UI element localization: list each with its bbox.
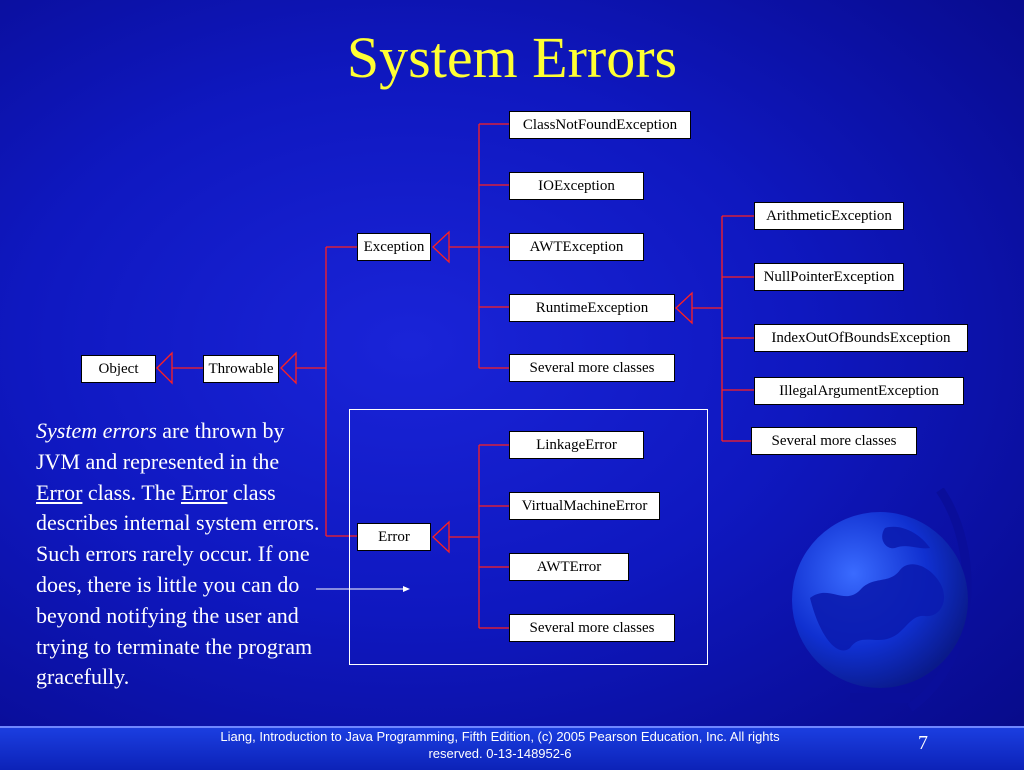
description-text: System errors are thrown by JVM and repr… bbox=[36, 418, 320, 690]
description-emphasis: System errors bbox=[36, 418, 157, 443]
class-indexoutofboundsexception: IndexOutOfBoundsException bbox=[754, 324, 968, 352]
class-error: Error bbox=[357, 523, 431, 551]
class-arithmeticexception: ArithmeticException bbox=[754, 202, 904, 230]
class-nullpointerexception: NullPointerException bbox=[754, 263, 904, 291]
class-awterror: AWTError bbox=[509, 553, 629, 581]
slide-title: System Errors bbox=[346, 25, 678, 90]
class-illegalargumentexception: IllegalArgumentException bbox=[754, 377, 964, 405]
error-group-frame bbox=[349, 409, 708, 665]
class-several-more-runtime: Several more classes bbox=[751, 427, 917, 455]
class-several-more-error: Several more classes bbox=[509, 614, 675, 642]
error-class-ref: Error bbox=[36, 479, 83, 505]
class-classnotfoundexception: ClassNotFoundException bbox=[509, 111, 691, 139]
class-throwable: Throwable bbox=[203, 355, 279, 383]
class-virtualmachineerror: VirtualMachineError bbox=[509, 492, 660, 520]
globe-icon bbox=[792, 488, 972, 712]
class-object: Object bbox=[81, 355, 156, 383]
class-awtexception: AWTException bbox=[509, 233, 644, 261]
error-class-ref: Error bbox=[181, 479, 228, 505]
class-exception: Exception bbox=[357, 233, 431, 261]
class-runtimeexception: RuntimeException bbox=[509, 294, 675, 322]
footer-bar bbox=[0, 726, 1024, 770]
class-ioexception: IOException bbox=[509, 172, 644, 200]
class-several-more-exception: Several more classes bbox=[509, 354, 675, 382]
footer-copyright: Liang, Introduction to Java Programming,… bbox=[220, 729, 780, 761]
page-number: 7 bbox=[918, 732, 928, 754]
class-linkageerror: LinkageError bbox=[509, 431, 644, 459]
